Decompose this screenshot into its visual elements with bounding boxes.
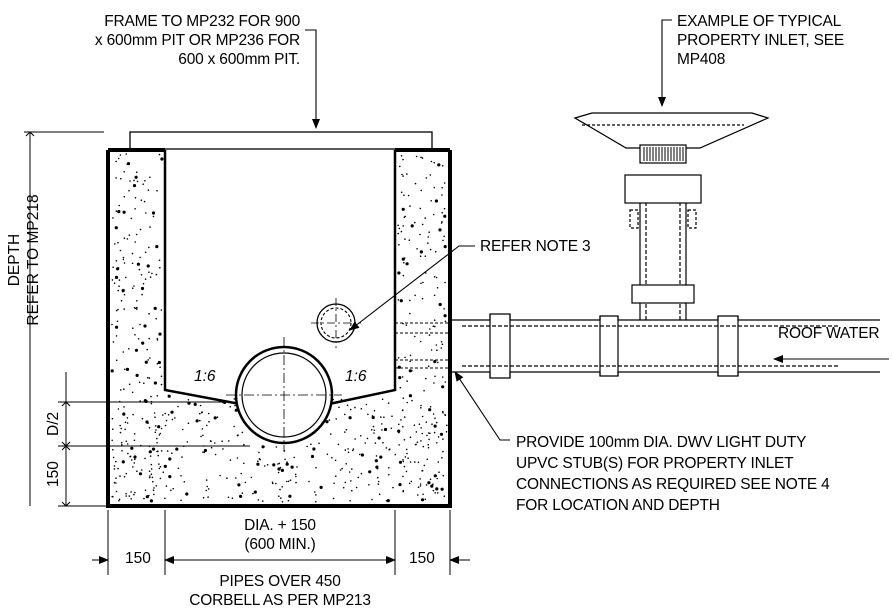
stub-note-line-4: FOR LOCATION AND DEPTH <box>516 497 720 514</box>
depth-label-line-1: DEPTH <box>6 233 23 287</box>
wall-right-label: 150 <box>407 550 437 568</box>
roof-water-label: ROOF WATER <box>778 325 880 342</box>
frame-note-line-2: x 600mm PIT OR MP236 FOR <box>94 32 300 49</box>
pipes-note: PIPES OVER 450 CORBELL AS PER MP213 <box>170 572 390 610</box>
property-inlet-pipework <box>450 112 880 379</box>
inlet-note-line-2: PROPERTY INLET, SEE <box>677 32 845 49</box>
depth-label: DEPTH REFER TO MP218 <box>5 190 43 330</box>
refer-note-label: REFER NOTE 3 <box>480 238 591 255</box>
wall-left-label: 150 <box>123 550 153 568</box>
width-label: DIA. + 150 (600 MIN.) <box>200 516 360 554</box>
stub-note-line-2: UPVC STUB(S) FOR PROPERTY INLET <box>516 455 794 472</box>
inlet-note-line-3: MP408 <box>677 51 726 68</box>
inlet-note: EXAMPLE OF TYPICAL PROPERTY INLET, SEE M… <box>677 12 844 69</box>
inlet-note-line-1: EXAMPLE OF TYPICAL <box>677 13 842 30</box>
width-label-line-1: DIA. + 150 <box>244 517 316 534</box>
depth-label-line-2: REFER TO MP218 <box>25 194 42 326</box>
concrete-body <box>108 150 450 506</box>
slope-right-label: 1:6 <box>345 368 367 385</box>
base-depth-label: 150 <box>45 461 62 487</box>
pit-frame <box>129 131 433 150</box>
outlet-pipe <box>226 337 342 452</box>
half-dia-label: D/2 <box>45 411 62 436</box>
frame-note: FRAME TO MP232 FOR 900 x 600mm PIT OR MP… <box>30 12 300 69</box>
frame-note-line-3: 600 x 600mm PIT. <box>178 51 300 68</box>
pipes-note-line-2: CORBELL AS PER MP213 <box>189 592 371 609</box>
width-label-line-2: (600 MIN.) <box>244 536 316 553</box>
slope-left-label: 1:6 <box>194 368 216 385</box>
stub-note-line-1: PROVIDE 100mm DIA. DWV LIGHT DUTY <box>516 434 807 451</box>
leader-lines <box>305 19 889 441</box>
dimension-lines <box>24 131 470 575</box>
concrete-speckle <box>110 153 448 503</box>
stub-note-line-3: CONNECTIONS AS REQUIRED SEE NOTE 4 <box>516 476 830 493</box>
pit-outline <box>106 148 452 508</box>
frame-note-line-1: FRAME TO MP232 FOR 900 <box>104 13 300 30</box>
stub-note: PROVIDE 100mm DIA. DWV LIGHT DUTY UPVC S… <box>516 432 830 516</box>
pipes-note-line-1: PIPES OVER 450 <box>219 573 341 590</box>
